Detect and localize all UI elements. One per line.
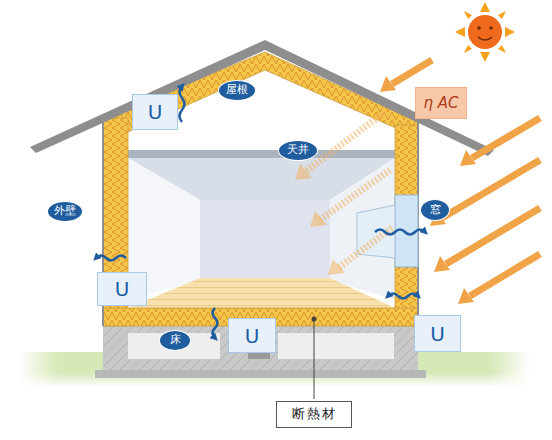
insulation-label-box: 断熱材 <box>276 401 352 428</box>
part-label: 屋根 <box>218 80 256 101</box>
floor <box>128 278 395 308</box>
sunlight-inside-heads <box>295 164 345 275</box>
u-symbol: U <box>148 101 163 123</box>
u-value-box: U <box>228 318 276 353</box>
part-name: 窓 <box>430 204 441 216</box>
sunlight <box>392 60 540 296</box>
heat-flow-arrow <box>96 86 425 338</box>
ceiling <box>126 150 397 158</box>
side-wall <box>330 158 395 300</box>
u-symbol: U <box>245 325 260 347</box>
part-name: 床 <box>170 334 181 346</box>
back-wall <box>200 200 330 280</box>
u-symbol: U <box>115 278 130 300</box>
crawl-space <box>278 333 394 359</box>
part-name: 外壁 <box>54 205 76 217</box>
part-label: 外壁 <box>47 201 83 222</box>
sunlight-heads <box>380 76 476 304</box>
sun <box>455 2 515 62</box>
u-value-box: U <box>97 272 147 306</box>
part-name: 屋根 <box>226 84 248 96</box>
label-text: 断熱材 <box>292 407 337 421</box>
roof <box>30 40 494 156</box>
sunlight-inside <box>305 112 392 268</box>
part-label: 床 <box>159 330 191 351</box>
u-symbol: U <box>430 323 445 345</box>
part-label: 窓 <box>420 199 450 221</box>
crawl-space <box>128 333 220 359</box>
label-text: η AC <box>423 95 458 112</box>
leader-dot <box>312 317 317 322</box>
footing <box>95 370 426 378</box>
part-label: 天井 <box>278 140 318 161</box>
u-value-box: U <box>414 315 461 352</box>
leader-line <box>314 320 315 399</box>
eta-ac-box: η AC <box>415 87 467 119</box>
u-value-box: U <box>132 94 178 130</box>
part-name: 天井 <box>287 144 309 156</box>
